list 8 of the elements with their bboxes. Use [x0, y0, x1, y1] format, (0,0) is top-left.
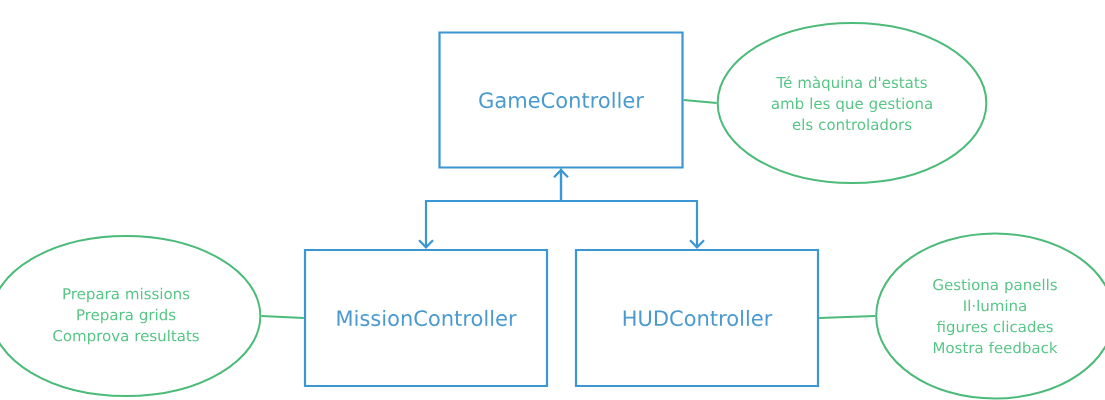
- arrow: [559, 168, 705, 249]
- class-box: MissionController: [303, 248, 549, 388]
- connector-line: [819, 314, 876, 320]
- connector-line: [261, 314, 304, 320]
- connector-line: [683, 98, 717, 105]
- class-box: HUDController: [574, 248, 820, 388]
- arrow: [418, 168, 569, 249]
- class-box: GameController: [438, 31, 684, 169]
